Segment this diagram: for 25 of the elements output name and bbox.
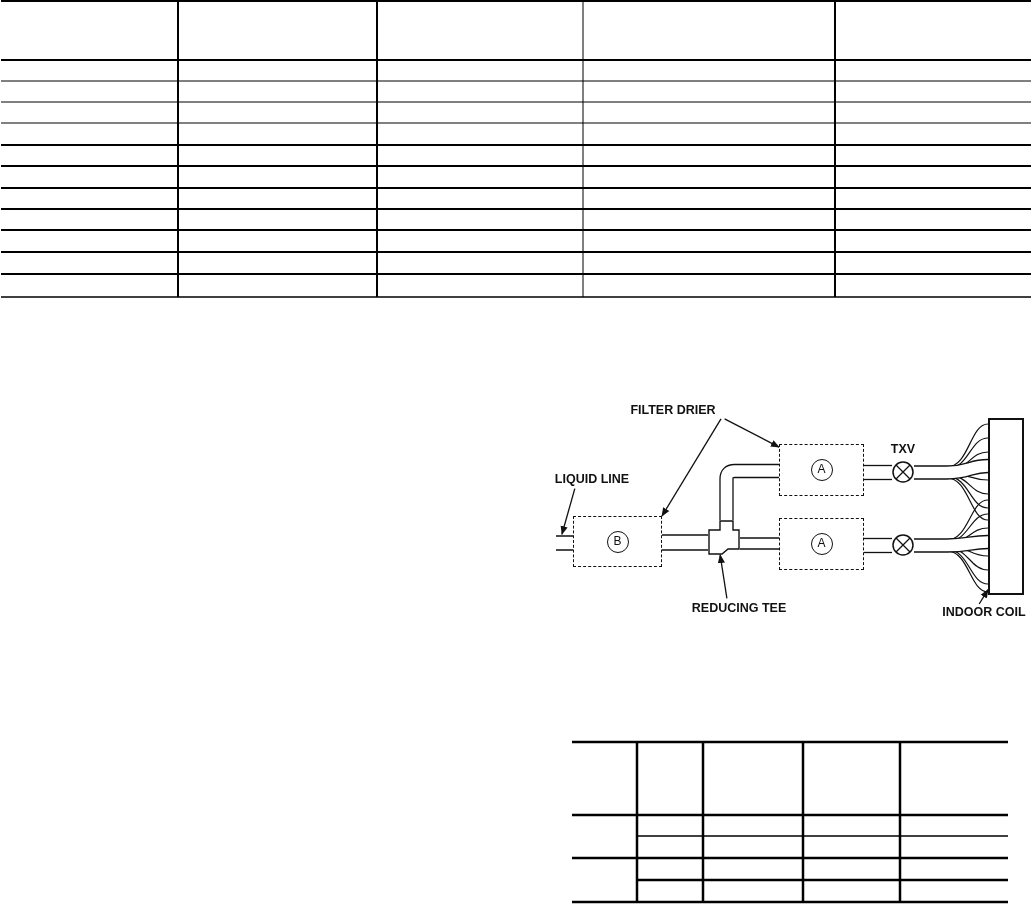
valve-symbol — [892, 461, 914, 483]
indoor-coil — [988, 418, 1024, 595]
filter-drier-box — [573, 516, 662, 567]
callout-label: INDOOR COIL — [936, 604, 1032, 620]
pipe — [864, 537, 892, 554]
filter-drier-box — [779, 518, 864, 570]
callout-label: REDUCING TEE — [684, 600, 794, 616]
leader-line — [723, 418, 780, 448]
pipe — [864, 464, 892, 481]
reducing-tee-fitting — [708, 520, 740, 555]
leader-line — [978, 588, 989, 605]
pipe — [662, 534, 708, 551]
pipe — [719, 463, 779, 520]
pipe — [914, 458, 989, 480]
callout-label: LIQUID LINE — [549, 471, 635, 487]
valve-symbol — [892, 534, 914, 556]
leader-line — [560, 487, 576, 536]
pipe — [914, 534, 989, 553]
valve-label: TXV — [889, 441, 917, 457]
filter-drier-box — [779, 444, 864, 496]
callout-label: FILTER DRIER — [613, 402, 733, 418]
pipe — [740, 537, 779, 550]
leader-line — [717, 554, 728, 600]
pipe-stub — [556, 535, 573, 551]
leader-line — [661, 418, 722, 517]
